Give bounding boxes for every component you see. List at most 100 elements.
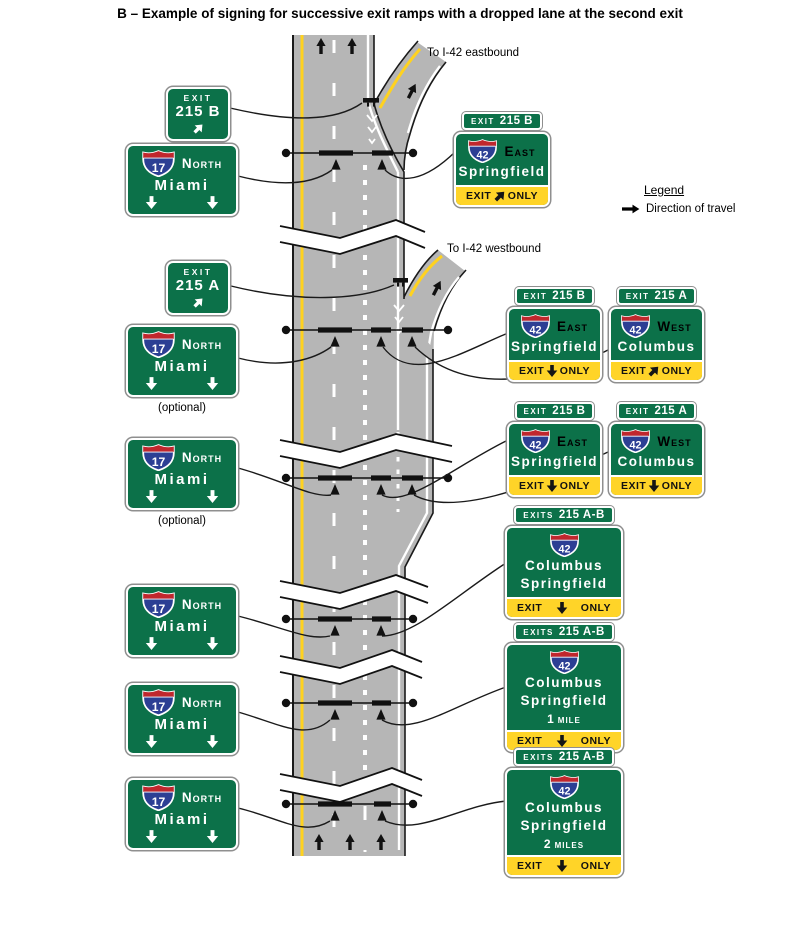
guide-sign-panel: 42 Columbus Springfield 1 MILE EXIT ONLY — [505, 643, 623, 752]
exit-word: EXIT — [519, 364, 545, 377]
destination-city: Miami — [154, 471, 210, 489]
pull-through-sign-miami-2: 17 North Miami — [126, 325, 238, 397]
only-word: ONLY — [580, 734, 611, 747]
interstate-17-shield-icon: 17 — [142, 784, 175, 811]
interstate-42-shield-icon: 42 — [549, 650, 579, 674]
exit-ramp-sign-215a: EXIT 215 A — [166, 261, 230, 315]
svg-text:17: 17 — [152, 342, 166, 356]
exit-word: EXIT — [517, 734, 543, 747]
ramp-destination-label-westbound: To I-42 westbound — [447, 243, 541, 255]
plaque-word: EXIT — [625, 291, 650, 301]
plaque-word: EXITS — [523, 627, 554, 637]
figure-title: B – Example of signing for successive ex… — [117, 6, 683, 21]
down-arrow-icon — [145, 377, 158, 390]
plaque-number: 215 A — [654, 405, 688, 417]
guide-sign-panel: 42 West Columbus EXIT ONLY — [609, 422, 704, 497]
guide-sign-panel: 42 East Springfield EXIT ONLY — [507, 422, 602, 497]
destination-city: Springfield — [458, 164, 546, 179]
leader-arrowheads — [330, 159, 417, 821]
guide-sign-215b-springfield-at-exit: EXIT 215 B 42 East Springfield EXIT ONLY — [454, 112, 550, 207]
sign-gantry — [281, 473, 453, 483]
guide-sign-panel: 42 Columbus Springfield EXIT ONLY — [505, 526, 623, 619]
destination-city: Columbus — [617, 339, 696, 354]
guide-sign-exits-215ab-2miles: EXITS 215 A-B 42 Columbus Springfield 2 … — [505, 748, 623, 877]
cardinal-direction: North — [181, 597, 223, 612]
exit-only-panel: EXIT ONLY — [507, 596, 621, 617]
destination-city: Springfield — [511, 339, 598, 354]
down-arrow-icon — [556, 601, 567, 614]
up-right-arrow-icon — [192, 298, 202, 308]
up-right-arrow-icon — [494, 191, 504, 202]
only-word: ONLY — [580, 859, 611, 872]
sign-gantry — [281, 799, 418, 809]
down-arrow-icon — [145, 196, 158, 209]
down-arrow-icon — [206, 735, 219, 748]
plaque-number: 215 B — [552, 405, 586, 417]
svg-text:17: 17 — [152, 795, 166, 809]
optional-note: (optional) — [158, 515, 206, 527]
road-break — [279, 219, 426, 255]
distance-unit: MILES — [554, 840, 585, 850]
svg-text:42: 42 — [558, 544, 570, 556]
exit-word: EXIT — [183, 267, 213, 277]
exit-ramp-sign-215b: EXIT 215 B — [166, 87, 230, 141]
guide-sign-panel: 42 West Columbus EXIT ONLY — [609, 307, 704, 382]
plaque-word: EXIT — [625, 406, 650, 416]
exit-word: EXIT — [519, 479, 545, 492]
interstate-17-shield-icon: 17 — [142, 331, 175, 358]
guide-sign-panel: 42 East Springfield EXIT ONLY — [454, 132, 550, 207]
pull-through-sign-miami-3: 17 North Miami — [126, 438, 238, 510]
only-word: ONLY — [559, 364, 590, 377]
plaque-word: EXITS — [523, 510, 554, 520]
destination-city: Columbus — [525, 675, 603, 690]
exit-only-panel: EXIT ONLY — [507, 729, 621, 750]
exit-only-panel: EXIT ONLY — [456, 184, 548, 205]
up-right-arrow-icon — [648, 366, 659, 377]
down-arrow-icon — [648, 479, 660, 492]
guide-sign-215a-columbus-pair2: EXIT 215 A 42 West Columbus EXIT ONLY — [609, 402, 704, 497]
road-break — [279, 649, 423, 685]
exit-plaque: EXIT 215 A — [616, 402, 697, 420]
destination-city: Columbus — [525, 800, 603, 815]
route-row: 17 North — [142, 591, 222, 618]
destination-city: Columbus — [617, 454, 696, 469]
road-break — [279, 574, 429, 610]
exit-only-panel: EXIT ONLY — [509, 359, 600, 380]
down-arrow-icon — [145, 830, 158, 843]
interstate-17-shield-icon: 17 — [142, 150, 175, 177]
down-arrow-icon — [206, 490, 219, 503]
route-row: 17 North — [142, 150, 222, 177]
cardinal-direction: East — [556, 318, 588, 334]
exit-plaque: EXITS 215 A-B — [514, 506, 614, 524]
exit-plaque: EXIT 215 B — [462, 112, 542, 130]
guide-sign-215b-springfield-pair1: EXIT 215 B 42 East Springfield EXIT ONLY — [507, 287, 602, 382]
plaque-number: 215 B — [552, 290, 586, 302]
cardinal-direction: North — [181, 337, 223, 352]
distance-value: 2 — [543, 836, 551, 851]
exit-only-panel: EXIT ONLY — [509, 474, 600, 495]
down-arrow-icon — [145, 735, 158, 748]
plaque-word: EXIT — [471, 116, 495, 126]
distance-unit: MILE — [557, 715, 581, 725]
exit-ramp-eastbound — [373, 40, 447, 172]
only-word: ONLY — [661, 479, 692, 492]
plaque-word: EXIT — [523, 406, 548, 416]
distance-value: 1 — [547, 711, 554, 726]
route-row: 17 North — [142, 444, 222, 471]
svg-text:42: 42 — [529, 440, 541, 452]
svg-text:42: 42 — [630, 325, 642, 337]
pull-through-sign-miami-4: 17 North Miami — [126, 585, 238, 657]
lane-arrows — [134, 376, 230, 391]
plaque-number: 215 A-B — [558, 751, 605, 763]
svg-text:42: 42 — [477, 150, 489, 162]
interstate-42-shield-icon: 42 — [549, 775, 579, 799]
only-word: ONLY — [661, 364, 692, 377]
right-arrow-icon — [622, 204, 640, 214]
exit-plaque: EXITS 215 A-B — [514, 623, 614, 641]
plaque-word: EXIT — [523, 291, 548, 301]
exit-plaque: EXIT 215 B — [514, 402, 595, 420]
legend: Legend Direction of travel — [622, 181, 742, 215]
exit-number: 215 A — [175, 277, 221, 294]
cardinal-direction: North — [181, 450, 223, 465]
